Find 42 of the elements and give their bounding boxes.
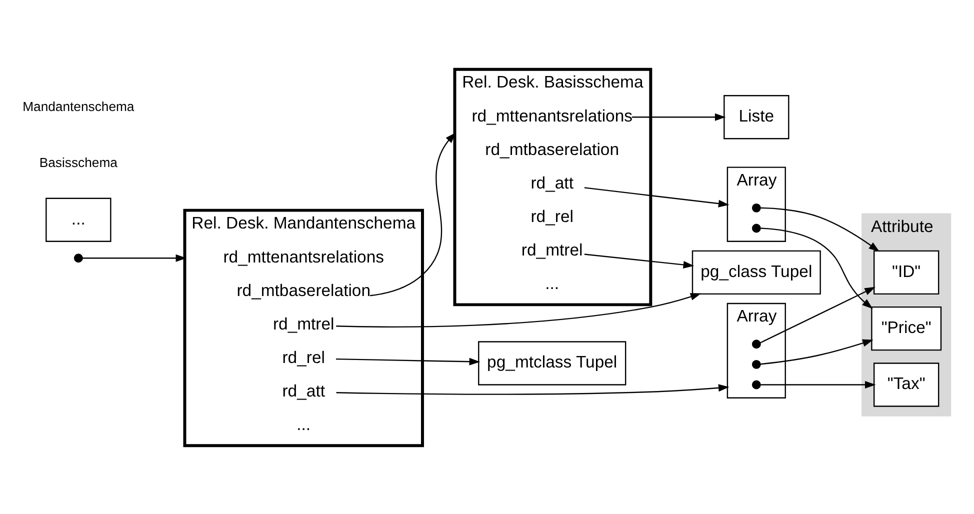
arrow <box>760 338 874 364</box>
node-box: pg_class Tupel <box>692 250 821 294</box>
node-text: rd_mtbaserelation <box>236 280 371 300</box>
node-text: rd_rel <box>530 206 574 226</box>
node-text: rd_att <box>530 172 574 192</box>
cluster: Array <box>726 302 786 398</box>
node-box: ... <box>46 197 112 242</box>
node-text: rd_att <box>282 380 325 400</box>
arrow <box>336 292 702 327</box>
arrow <box>760 286 876 343</box>
node-text: rd_rel <box>282 347 325 366</box>
node-circle <box>752 380 761 389</box>
label: Basisschema <box>39 154 118 170</box>
label: Mandantenschema <box>22 98 134 114</box>
node-box: "Price" <box>871 306 942 350</box>
arrow <box>82 254 187 262</box>
node-circle <box>752 359 761 368</box>
node-circle <box>752 223 761 232</box>
node-text: ... <box>545 273 560 292</box>
arrow <box>632 112 726 120</box>
arrow <box>336 357 480 365</box>
node-text: rd_mtrel <box>521 240 583 259</box>
node-box: Liste <box>724 94 790 139</box>
arrow <box>760 380 876 388</box>
node-box: "ID" <box>873 250 940 294</box>
node-text: rd_mtrel <box>272 314 334 333</box>
arrow <box>760 227 873 308</box>
cluster: Array <box>726 166 786 242</box>
node-text: rd_mttenantsrelations <box>472 106 632 126</box>
node-circle <box>752 339 761 348</box>
arrow <box>370 132 456 296</box>
node-circle <box>752 202 761 212</box>
node-text: rd_mtbaserelation <box>485 139 620 158</box>
arrow <box>760 206 880 252</box>
node-text: rd_mttenantsrelations <box>223 247 384 266</box>
node-box: "Tax" <box>873 362 940 406</box>
node-box: pg_mtclass Tupel <box>478 340 626 385</box>
arrow <box>584 186 730 207</box>
node-circle <box>74 253 83 262</box>
arrow <box>336 384 730 394</box>
node-text: ... <box>296 414 311 434</box>
arrow <box>584 253 694 268</box>
